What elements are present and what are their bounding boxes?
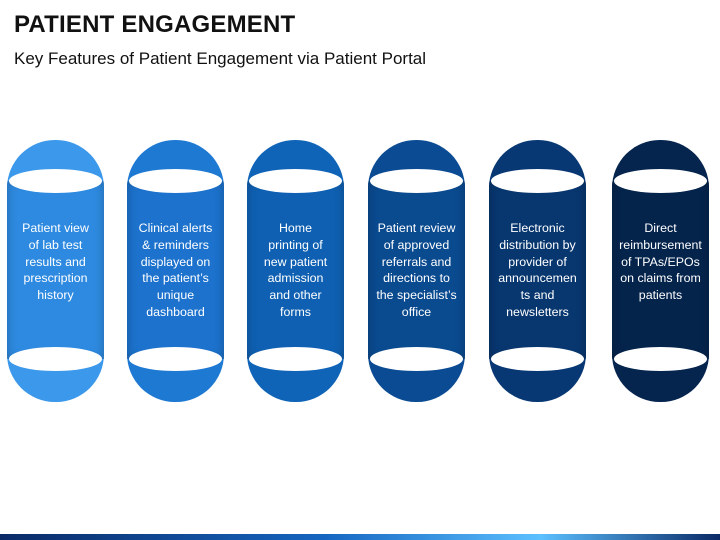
- pill-band: [247, 181, 344, 359]
- page-title: PATIENT ENGAGEMENT: [14, 11, 296, 38]
- pill-line: new patient: [263, 254, 328, 269]
- pill-line: unique: [156, 288, 195, 303]
- pill-line: office: [401, 304, 432, 319]
- pill-line: forms: [280, 304, 311, 319]
- pill-line: announcemen: [498, 271, 577, 286]
- pill-line: Electronic: [510, 221, 565, 235]
- pill-line: provider of: [508, 254, 567, 269]
- pill-bottom-ellipse: [249, 347, 342, 371]
- pill-line: prescription: [23, 271, 88, 286]
- pill-band: [127, 181, 224, 359]
- pill-text: Clinical alerts & reminders displayed on…: [127, 220, 224, 321]
- feature-pill-6: Direct reimbursement of TPAs/EPOs on cla…: [612, 140, 709, 402]
- pill-bottom-ellipse: [129, 347, 222, 371]
- pill-top-ellipse: [9, 169, 102, 193]
- pill-line: newsletters: [506, 304, 569, 319]
- pill-line: and other: [269, 288, 322, 303]
- pill-text: Electronic distribution by provider of a…: [489, 220, 586, 321]
- pill-line: printing of: [268, 237, 323, 252]
- pill-line: of TPAs/EPOs: [621, 254, 700, 269]
- pill-top-ellipse: [491, 169, 584, 193]
- pill-line: results and: [25, 254, 86, 269]
- pill-band: [612, 181, 709, 359]
- pill-text: Patient review of approved referrals and…: [368, 220, 465, 321]
- pill-bottom-ellipse: [9, 347, 102, 371]
- pill-line: on claims from: [620, 271, 701, 286]
- pill-line: dashboard: [146, 304, 205, 319]
- pill-band: [489, 181, 586, 359]
- pill-top-ellipse: [614, 169, 707, 193]
- pill-line: history: [37, 288, 74, 303]
- pill-line: of approved: [383, 237, 450, 252]
- pill-line: Direct: [644, 221, 677, 235]
- pill-line: of lab test: [28, 237, 83, 252]
- pill-line: distribution by: [499, 237, 576, 252]
- pill-bottom-ellipse: [491, 347, 584, 371]
- pill-top-ellipse: [249, 169, 342, 193]
- pill-bottom-ellipse: [614, 347, 707, 371]
- feature-pill-4: Patient review of approved referrals and…: [368, 140, 465, 402]
- pill-line: referrals and: [381, 254, 452, 269]
- feature-pill-2: Clinical alerts & reminders displayed on…: [127, 140, 224, 402]
- pill-line: the specialist’s: [376, 288, 457, 303]
- pill-top-ellipse: [370, 169, 463, 193]
- feature-pill-1: Patient view of lab test results and pre…: [7, 140, 104, 402]
- pill-text: Patient view of lab test results and pre…: [7, 220, 104, 304]
- pill-line: patients: [638, 288, 683, 303]
- feature-pill-5: Electronic distribution by provider of a…: [489, 140, 586, 402]
- feature-pill-3: Home printing of new patient admission a…: [247, 140, 344, 402]
- pill-line: Home: [278, 221, 313, 235]
- pill-text: Home printing of new patient admission a…: [247, 220, 344, 321]
- pill-band: [7, 181, 104, 359]
- pill-line: & reminders: [142, 237, 209, 252]
- pill-line: directions to: [383, 271, 450, 286]
- footer-gradient-bar: [0, 534, 720, 540]
- pill-line: reimbursement: [619, 237, 702, 252]
- pill-line: the patient’s: [142, 271, 209, 286]
- pill-text: Direct reimbursement of TPAs/EPOs on cla…: [612, 220, 709, 304]
- pill-line: Patient view: [22, 221, 89, 235]
- pill-line: Patient review: [377, 221, 456, 235]
- pill-line: displayed on: [140, 254, 211, 269]
- pill-band: [368, 181, 465, 359]
- pill-line: Clinical alerts: [138, 221, 213, 235]
- pill-line: ts and: [520, 288, 555, 303]
- pill-line: admission: [267, 271, 324, 286]
- pill-bottom-ellipse: [370, 347, 463, 371]
- pill-top-ellipse: [129, 169, 222, 193]
- page-subtitle: Key Features of Patient Engagement via P…: [14, 49, 427, 68]
